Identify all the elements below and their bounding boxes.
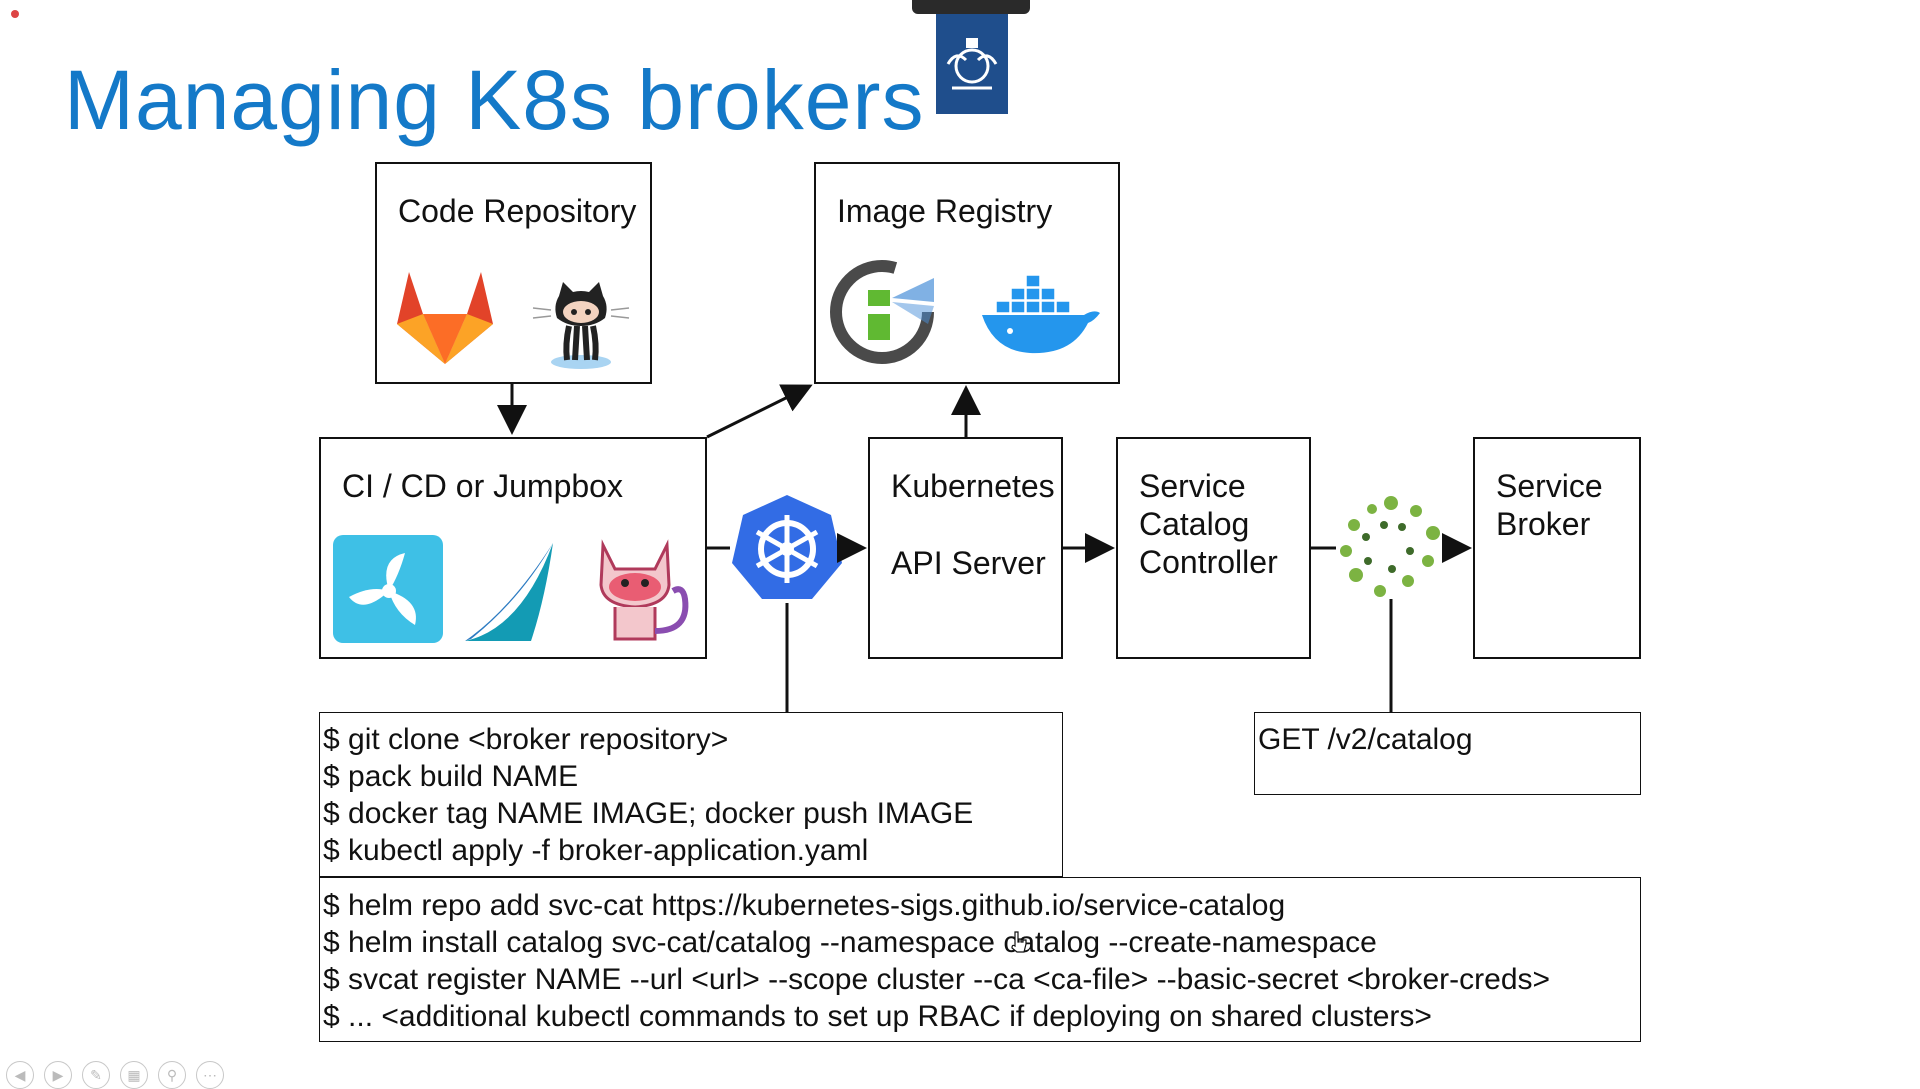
command-line: $ docker tag NAME IMAGE; docker push IMA… [323,797,974,830]
command-line: $ pack build NAME [323,760,579,793]
catalog-request-box: GET /v2/catalog [1254,712,1641,795]
cicd-jumpbox-label: CI / CD or Jumpbox [342,468,623,504]
svc-broker-label-2: Broker [1496,506,1591,542]
jenkins-x-cat-icon [585,535,697,652]
slide-toolbar-tab[interactable] [912,0,1030,14]
cicd-jumpbox-box: CI / CD or Jumpbox [319,437,707,659]
docker-whale-icon [976,269,1102,364]
command-line: $ ... <additional kubectl commands to se… [323,1000,1432,1033]
catalog-request-text: GET /v2/catalog [1258,723,1473,756]
zoom-button[interactable]: ⚲ [158,1061,186,1089]
svc-catalog-label-3: Controller [1139,544,1278,580]
page-title: Managing K8s brokers [64,53,925,147]
command-line: $ helm repo add svc-cat https://kubernet… [323,889,1286,922]
kubernetes-label: Kubernetes [891,468,1055,504]
commands-left-box: $ git clone <broker repository> $ pack b… [319,712,1063,877]
spinnaker-icon [461,539,561,650]
svc-broker-label-1: Service [1496,468,1603,504]
harbor-lighthouse-icon [830,256,942,373]
slide-sorter-button[interactable]: ▦ [120,1061,148,1089]
mouse-pointer-icon [1010,930,1028,959]
concourse-icon [333,535,443,648]
prev-slide-button[interactable]: ◀ [6,1061,34,1089]
code-repository-label: Code Repository [398,193,637,229]
kubernetes-api-server-box: Kubernetes API Server [868,437,1063,659]
more-options-button[interactable]: ⋯ [196,1061,224,1089]
government-crest-logo [936,14,1008,114]
service-broker-box: Service Broker [1473,437,1641,659]
commands-bottom-box: $ helm repo add svc-cat https://kubernet… [319,877,1641,1042]
pen-tool-button[interactable]: ✎ [82,1061,110,1089]
gitlab-icon [389,264,501,373]
github-octocat-icon [529,274,633,375]
image-registry-box: Image Registry [814,162,1120,384]
command-line: $ svcat register NAME --url <url> --scop… [323,963,1551,996]
service-catalog-controller-box: Service Catalog Controller [1116,437,1311,659]
record-indicator-icon [11,10,19,18]
svc-catalog-label-1: Service [1139,468,1246,504]
code-repository-box: Code Repository [375,162,652,384]
image-registry-label: Image Registry [837,193,1053,229]
svc-catalog-label-2: Catalog [1139,506,1250,542]
command-line: $ kubectl apply -f broker-application.ya… [323,834,869,867]
command-line: $ git clone <broker repository> [323,723,729,756]
service-catalog-ring-icon [1336,495,1446,604]
command-line: $ helm install catalog svc-cat/catalog -… [323,926,1377,959]
api-server-label: API Server [891,545,1046,581]
next-slide-button[interactable]: ▶ [44,1061,72,1089]
kubernetes-helm-icon [730,493,844,608]
